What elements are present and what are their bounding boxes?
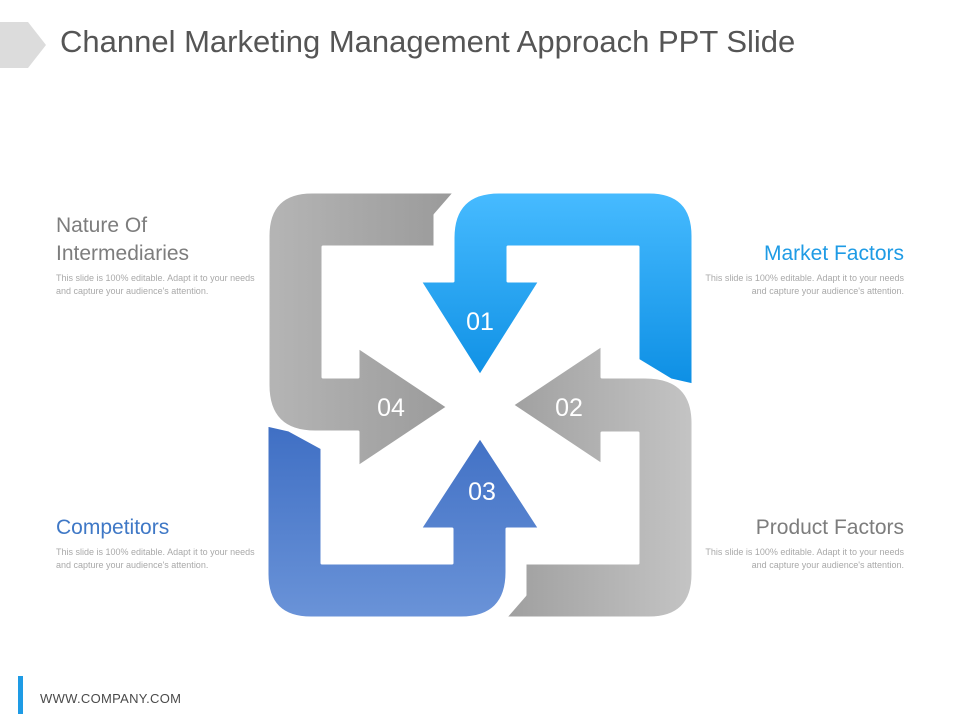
page-title: Channel Marketing Management Approach PP…: [60, 24, 796, 59]
step-02-block: Product Factors This slide is 100% edita…: [704, 514, 904, 572]
arrow-01-shape: [418, 190, 695, 387]
step-03-number: 03: [468, 478, 496, 506]
step-03-heading: Competitors: [56, 516, 170, 539]
step-01-description: This slide is 100% editable. Adapt it to…: [705, 273, 904, 296]
arrow-03-shape: [265, 423, 542, 620]
step-03-block: Competitors This slide is 100% editable.…: [56, 514, 256, 572]
step-01-heading: Market Factors: [763, 242, 904, 265]
cycle-diagram: 04 01 02 03: [265, 190, 695, 620]
step-04-block: Nature Of Intermediaries This slide is 1…: [56, 212, 256, 298]
footer-website: WWW.COMPANY.COM: [40, 691, 182, 706]
step-02-description: This slide is 100% editable. Adapt it to…: [705, 547, 904, 570]
arrow-04-shape: [266, 190, 457, 469]
title-tab-icon: [0, 22, 46, 68]
step-02-number: 02: [555, 394, 583, 422]
footer-accent-bar: [18, 676, 23, 714]
step-04-description: This slide is 100% editable. Adapt it to…: [56, 273, 255, 296]
step-01-block: Market Factors This slide is 100% editab…: [704, 240, 904, 298]
step-04-number: 04: [377, 394, 405, 422]
step-01-number: 01: [466, 308, 494, 336]
arrow-02-shape: [503, 343, 695, 620]
step-02-heading: Product Factors: [755, 516, 904, 539]
step-03-description: This slide is 100% editable. Adapt it to…: [56, 547, 255, 570]
step-04-heading: Nature Of Intermediaries: [56, 214, 190, 265]
